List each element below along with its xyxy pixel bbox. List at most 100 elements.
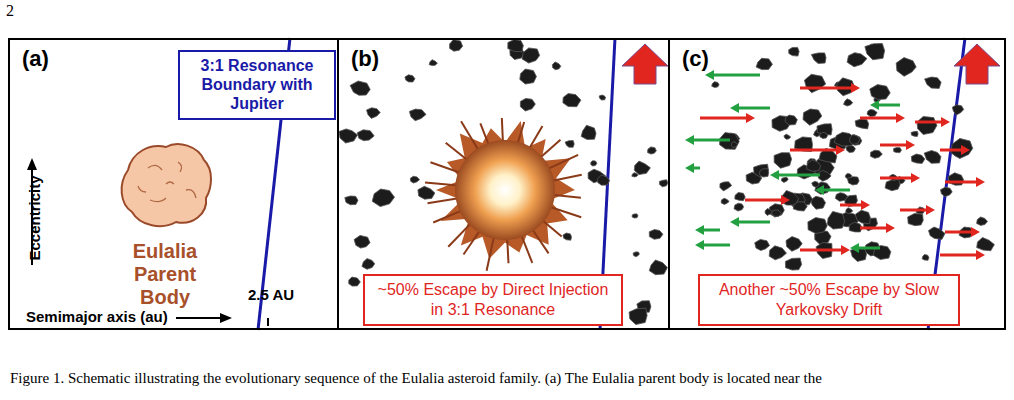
arrowhead bbox=[896, 113, 905, 123]
debris-rock bbox=[827, 211, 844, 229]
arrowhead bbox=[961, 145, 970, 155]
debris-rock bbox=[735, 193, 745, 201]
drift-arrow bbox=[945, 181, 978, 184]
drift-arrow bbox=[857, 247, 880, 250]
parent-body bbox=[122, 144, 211, 226]
debris-rock bbox=[803, 109, 822, 125]
arrowhead bbox=[220, 313, 232, 323]
tick bbox=[267, 318, 269, 326]
drift-arrow bbox=[940, 149, 963, 152]
debris-rock bbox=[911, 131, 918, 136]
debris-rock bbox=[362, 259, 375, 270]
debris-rock bbox=[847, 177, 859, 185]
debris-rock bbox=[806, 160, 821, 172]
debris-rock bbox=[977, 238, 995, 251]
debris-rock bbox=[844, 99, 853, 106]
debris-rock bbox=[917, 117, 937, 135]
debris-rock bbox=[520, 69, 537, 84]
arrowhead bbox=[841, 245, 850, 255]
debris-rock bbox=[785, 115, 797, 125]
explosion bbox=[425, 118, 582, 271]
drift-arrow bbox=[700, 117, 748, 120]
debris-rock bbox=[811, 53, 826, 64]
debris-rock bbox=[552, 62, 561, 70]
debris-rock bbox=[731, 142, 737, 148]
debris-rock bbox=[908, 213, 924, 225]
parent-body-craters bbox=[138, 162, 196, 202]
debris-rock bbox=[350, 81, 370, 95]
box-text: ~50% Escape by Direct Injection in 3:1 R… bbox=[373, 280, 613, 320]
arrowhead bbox=[906, 140, 915, 150]
drift-arrow bbox=[777, 174, 820, 177]
debris-rock bbox=[804, 74, 825, 92]
debris-rock bbox=[793, 202, 807, 211]
drift-arrow bbox=[800, 249, 843, 252]
debris-rock bbox=[925, 77, 942, 88]
debris-rock bbox=[850, 135, 860, 145]
escape-note-box: ~50% Escape by Direct Injection in 3:1 R… bbox=[363, 274, 623, 326]
debris-rock bbox=[508, 40, 524, 52]
drift-arrow bbox=[840, 204, 863, 207]
arrowhead bbox=[941, 117, 950, 127]
debris-rock bbox=[820, 132, 828, 138]
debris-rock bbox=[367, 108, 381, 119]
drift-arrow bbox=[737, 221, 770, 224]
arrowhead bbox=[976, 177, 985, 187]
debris-rock bbox=[885, 180, 900, 191]
debris-rock bbox=[808, 218, 827, 234]
arrowhead bbox=[870, 100, 879, 110]
drift-arrow bbox=[945, 231, 973, 234]
debris bbox=[339, 40, 994, 325]
debris-rock bbox=[429, 60, 437, 66]
debris-rock bbox=[581, 125, 596, 139]
drift-arrow bbox=[860, 227, 888, 230]
arrowhead bbox=[695, 225, 704, 235]
drift-arrow bbox=[745, 199, 783, 202]
drift-arrow bbox=[712, 74, 760, 77]
up-arrow bbox=[954, 44, 1000, 84]
arrowhead bbox=[685, 135, 694, 145]
drift-arrow bbox=[860, 117, 898, 120]
debris-rock bbox=[522, 48, 540, 63]
debris-rock bbox=[977, 217, 988, 225]
arrowhead bbox=[815, 185, 824, 195]
debris-rock bbox=[633, 252, 639, 257]
debris-rock bbox=[765, 209, 772, 216]
debris-rock bbox=[855, 119, 869, 129]
debris-rock bbox=[850, 135, 862, 146]
debris-rock bbox=[846, 208, 853, 214]
debris-rock bbox=[345, 196, 358, 205]
figure-caption: Figure 1. Schematic illustrating the evo… bbox=[10, 370, 822, 387]
debris-rock bbox=[591, 161, 597, 166]
arrowhead bbox=[926, 205, 935, 215]
debris-rock bbox=[418, 186, 435, 199]
debris-rock bbox=[835, 193, 847, 202]
drift-arrow bbox=[900, 209, 928, 212]
debris-rock bbox=[847, 53, 867, 67]
drift-arrow bbox=[880, 177, 913, 180]
debris-rock bbox=[520, 98, 535, 111]
arrowhead bbox=[850, 243, 859, 253]
drift-arrow bbox=[915, 121, 943, 124]
debris-rock bbox=[769, 246, 786, 260]
box-text: Another ~50% Escape by Slow Yarkovsky Dr… bbox=[708, 280, 950, 320]
panel-letter: (a) bbox=[20, 46, 51, 72]
arrowhead bbox=[851, 83, 860, 93]
page-number: 2 bbox=[6, 2, 14, 20]
debris-rock bbox=[339, 129, 358, 143]
escape-note-box: Another ~50% Escape by Slow Yarkovsky Dr… bbox=[698, 274, 960, 326]
drift-arrow bbox=[940, 254, 978, 257]
arrowhead bbox=[971, 227, 980, 237]
axis-label: Eccentricity bbox=[26, 175, 43, 260]
debris-rock bbox=[867, 109, 877, 116]
debris-rock bbox=[720, 182, 732, 191]
debris-rock bbox=[734, 203, 744, 211]
debris-rock bbox=[870, 85, 890, 100]
arrowhead bbox=[861, 200, 870, 210]
debris-rock bbox=[721, 198, 729, 204]
debris-rock bbox=[781, 177, 788, 182]
box-text: 3:1 Resonance Boundary with Jupiter bbox=[186, 56, 328, 114]
panel: (b)~50% Escape by Direct Injection in 3:… bbox=[337, 38, 670, 330]
drift-arrow bbox=[702, 244, 730, 247]
